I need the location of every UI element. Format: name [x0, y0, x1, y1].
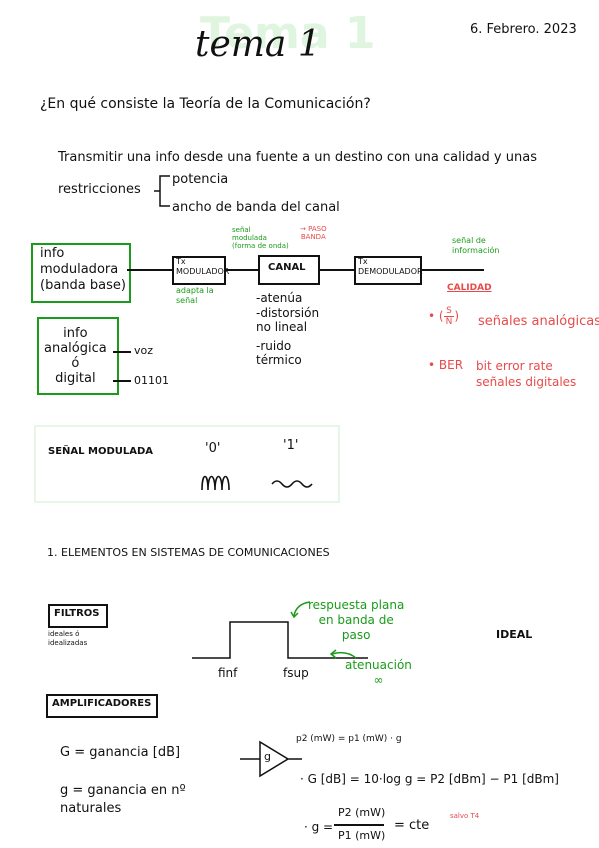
- paso-banda-note: → PASO BANDA: [300, 225, 327, 241]
- G-definition: G = ganancia [dB]: [60, 745, 181, 760]
- senal-modulada-note: señal modulada (forma de onda): [232, 226, 289, 250]
- info-moduladora-box: [31, 243, 131, 303]
- atenuacion-label: atenuación ∞: [345, 658, 412, 687]
- voz-label: voz: [134, 344, 154, 357]
- amplificadores-box: [46, 694, 158, 718]
- chain-line-3: [318, 269, 354, 271]
- amplificadores-title: AMPLIFICADORES: [52, 698, 152, 709]
- g-fraction-bar: [334, 824, 384, 826]
- fsup-label: fsup: [283, 666, 309, 680]
- modulated-label: SEÑAL MODULADA: [48, 446, 154, 457]
- tx-demodulador-box: [354, 256, 422, 285]
- filtros-title: FILTROS: [54, 608, 100, 619]
- section-1-heading: 1. ELEMENTOS EN SISTEMAS DE COMUNICACION…: [47, 546, 330, 559]
- page-title: tema 1: [195, 24, 321, 65]
- tx-modulador-box: [172, 256, 226, 285]
- p2-equation: p2 (mW) = p1 (mW) · g: [296, 734, 402, 744]
- page-date: 6. Febrero. 2023: [470, 22, 577, 37]
- modulated-box: [34, 425, 340, 503]
- brace: [154, 175, 170, 207]
- calidad-title: CALIDAD: [447, 283, 492, 293]
- zero-label: '0': [205, 441, 221, 456]
- ideal-label: IDEAL: [496, 628, 533, 641]
- senal-informacion-note: señal de información: [452, 236, 500, 255]
- filter-response: [192, 621, 368, 659]
- amplifier-gain-symbol: g: [264, 750, 271, 763]
- canal-effect-2: -distorsión no lineal: [256, 306, 320, 334]
- canal-effect-3: -ruido térmico: [256, 339, 302, 367]
- info-moduladora-text: info moduladora (banda base): [40, 246, 126, 293]
- voz-arrow: [113, 351, 131, 353]
- question-heading: ¿En qué consiste la Teoría de la Comunic…: [40, 96, 371, 112]
- bits-label: 01101: [134, 374, 169, 387]
- g-fraction-den: P1 (mW): [338, 829, 386, 842]
- filtros-sub: ideales ó idealizadas: [48, 630, 88, 647]
- title-shadow: Tema 1: [200, 8, 376, 59]
- salvo-note: salvo T4: [450, 812, 480, 820]
- ber-desc: bit error rate señales digitales: [476, 359, 577, 389]
- one-label: '1': [283, 438, 299, 453]
- cte-label: = cte: [394, 818, 430, 833]
- chain-line-1: [127, 269, 173, 271]
- ber-label: • BER: [428, 358, 464, 372]
- chain-line-4: [420, 269, 484, 271]
- tx-demodulador-text: Tx DEMODULADOR: [358, 257, 423, 276]
- atenuacion-arrow: [329, 649, 357, 659]
- GdB-equation: · G [dB] = 10·log g = P2 [dBm] − P1 [dBm…: [300, 772, 559, 786]
- g-fraction-num: P2 (mW): [338, 806, 386, 819]
- amplifier-symbol: [240, 740, 302, 778]
- canal-effect-1: -atenúa: [256, 291, 303, 305]
- analog-signals: señales analógicas: [478, 314, 599, 329]
- restricciones-label: restricciones: [58, 182, 141, 197]
- canal-text: CANAL: [268, 262, 306, 273]
- finf-label: finf: [218, 666, 238, 680]
- respuesta-plana: respuesta plana en banda de paso: [308, 598, 405, 642]
- respuesta-arrow: [290, 601, 311, 618]
- tx-modulador-text: Tx MODULADOR: [176, 257, 230, 276]
- ancho-banda-label: ancho de banda del canal: [172, 200, 340, 215]
- filtros-box: [48, 604, 108, 628]
- info-type-box: [37, 317, 119, 395]
- one-wave: [271, 480, 313, 488]
- chain-line-2: [224, 269, 258, 271]
- answer-line-1: Transmitir una info desde una fuente a u…: [58, 150, 537, 165]
- g-definition: g = ganancia en nº naturales: [60, 783, 186, 816]
- zero-wave: [201, 475, 230, 491]
- bits-arrow: [113, 380, 131, 382]
- adapta-senal: adapta la señal: [176, 286, 214, 305]
- g-fraction-prefix: · g =: [304, 820, 334, 834]
- potencia-label: potencia: [172, 172, 229, 187]
- info-type-text: info analógica ó digital: [44, 326, 107, 386]
